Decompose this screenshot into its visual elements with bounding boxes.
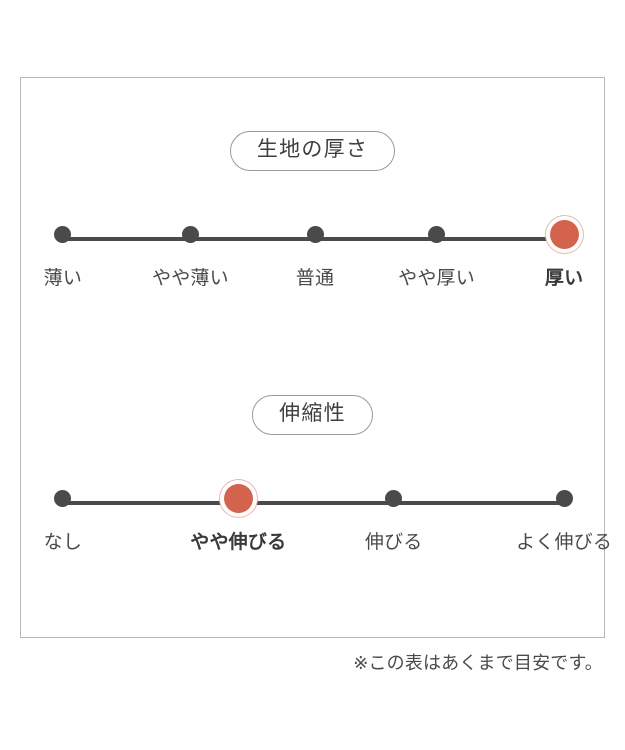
scale-label-stretch-3: 伸びる bbox=[364, 532, 423, 554]
scale-dot-thickness-3[interactable] bbox=[306, 226, 324, 244]
scale-label-thickness-1: 薄い bbox=[43, 268, 83, 290]
scale-block-thickness: 生地の厚さ 薄い やや薄い 普通 やや厚い 厚い bbox=[21, 131, 604, 299]
scale-track-thickness bbox=[21, 215, 604, 261]
scale-labels-stretch: なし やや伸びる 伸びる よく伸びる bbox=[21, 531, 612, 563]
scale-label-stretch-2-active: やや伸びる bbox=[190, 532, 287, 554]
scale-dot-stretch-1[interactable] bbox=[54, 490, 72, 508]
footnote-disclaimer: ※この表はあくまで目安です。 bbox=[353, 653, 603, 673]
scale-dot-thickness-2[interactable] bbox=[181, 226, 199, 244]
scale-label-stretch-4: よく伸びる bbox=[516, 532, 613, 554]
scale-dot-thickness-4[interactable] bbox=[428, 226, 446, 244]
scale-label-thickness-3: 普通 bbox=[295, 268, 335, 290]
scale-track-stretch bbox=[21, 479, 604, 525]
pill-row-thickness: 生地の厚さ bbox=[21, 131, 604, 172]
scale-label-thickness-5-active: 厚い bbox=[544, 268, 584, 290]
scale-dot-stretch-2-active[interactable] bbox=[223, 484, 253, 514]
scale-dot-stretch-3[interactable] bbox=[385, 490, 403, 508]
scale-label-thickness-4: やや厚い bbox=[398, 268, 475, 290]
scale-line-stretch bbox=[63, 501, 566, 506]
section-title-stretch: 伸縮性 bbox=[252, 395, 373, 436]
scale-block-stretch: 伸縮性 なし やや伸びる 伸びる よく伸びる bbox=[21, 395, 612, 563]
spec-panel: 生地の厚さ 薄い やや薄い 普通 やや厚い 厚い 伸縮性 bbox=[20, 77, 612, 638]
scale-labels-thickness: 薄い やや薄い 普通 やや厚い 厚い bbox=[21, 267, 604, 299]
section-title-thickness: 生地の厚さ bbox=[229, 131, 396, 172]
pill-row-stretch: 伸縮性 bbox=[21, 395, 604, 436]
scale-dot-stretch-4[interactable] bbox=[555, 490, 573, 508]
scale-label-thickness-2: やや薄い bbox=[152, 268, 229, 290]
scale-label-stretch-1: なし bbox=[43, 532, 83, 554]
scale-dot-thickness-5-active[interactable] bbox=[549, 220, 579, 250]
scale-dot-thickness-1[interactable] bbox=[54, 226, 72, 244]
